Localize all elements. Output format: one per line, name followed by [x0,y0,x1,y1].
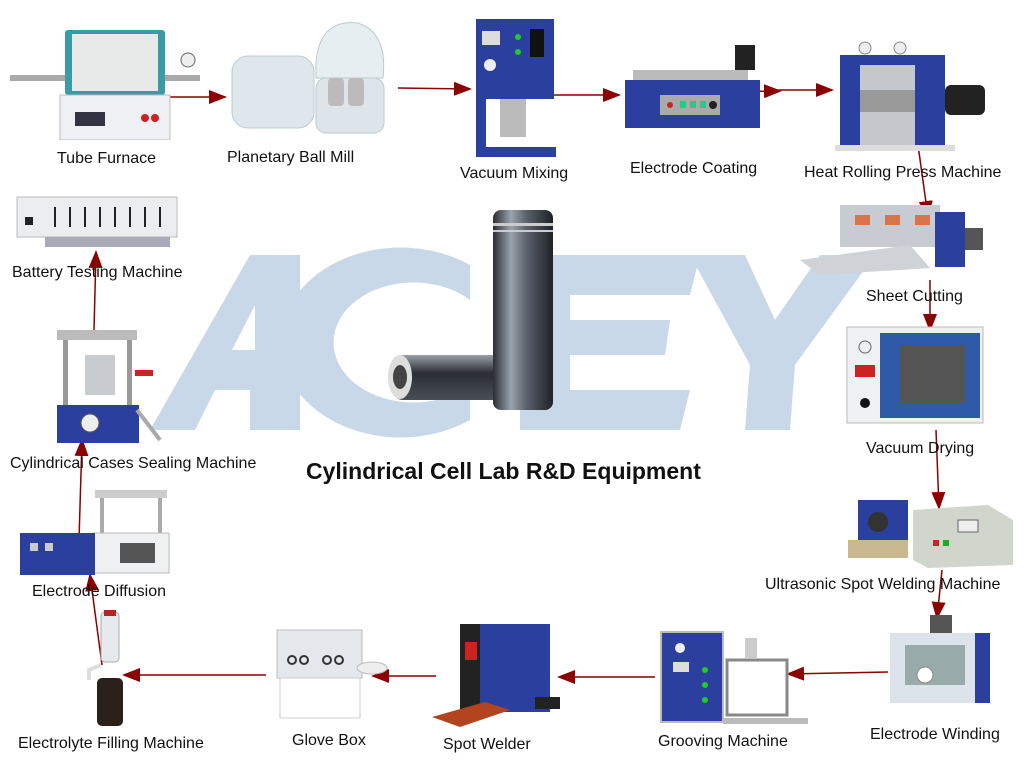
diffusion-press-icon [20,490,170,575]
step-label: Electrolyte Filling Machine [18,735,204,752]
step-ultrasonic-spot-welding [838,480,1018,570]
step-glove-box [272,620,392,725]
step-cylindrical-sealing [55,325,170,445]
coating-machine-icon [625,45,760,128]
step-label: Vacuum Mixing [460,165,569,182]
step-label: Electrode Coating [630,160,758,177]
step-electrode-coating [615,40,760,140]
step-label: Tube Furnace [57,150,157,167]
electrolyte-dispenser-icon [87,610,123,726]
sheet-cutter-icon [800,205,983,275]
step-vacuum-drying [845,325,985,425]
step-tube-furnace [10,20,200,141]
step-label: Heat Rolling Press Machine [804,164,1002,181]
grooving-machine-icon [660,631,808,724]
step-label: Planetary Ball Mill [227,149,355,166]
vacuum-oven-icon [846,326,984,424]
center-battery-image [378,205,568,435]
step-label: Glove Box [292,732,366,749]
step-label: Grooving Machine [658,733,788,750]
vacuum-mixer-icon [476,19,556,157]
step-sheet-cutting [800,200,990,285]
step-planetary-ball-mill [228,18,398,138]
cylindrical-battery-icon [388,210,553,410]
rolling-press-icon [835,41,985,151]
battery-tester-icon [16,196,178,247]
step-grooving-machine [655,630,810,730]
step-label: Battery Testing Machine [12,264,183,281]
step-label: Electrode Diffusion [32,583,166,600]
step-label: Vacuum Drying [866,440,975,457]
ultrasonic-welder-icon [848,500,1013,568]
step-label: Electrode Winding [870,726,1000,743]
step-heat-rolling-press [835,40,985,155]
step-label: Cylindrical Cases Sealing Machine [10,455,257,472]
sealing-press-icon [57,330,162,443]
step-label: Sheet Cutting [866,288,963,305]
step-electrode-diffusion [15,488,175,583]
step-electrode-winding [885,615,995,715]
step-vacuum-mixing [470,17,560,159]
step-label: Spot Welder [443,736,531,753]
planetary-ball-mill-icon [231,22,385,134]
diagram-title: Cylindrical Cell Lab R&D Equipment [306,458,701,484]
step-spot-welder [430,622,570,727]
step-label: Ultrasonic Spot Welding Machine [765,576,1001,593]
step-electrolyte-filling [85,610,135,730]
glove-box-icon [276,629,388,719]
winding-machine-icon [890,615,990,703]
step-battery-testing [15,195,180,250]
spot-welder-icon [432,624,560,727]
tube-furnace-icon [10,30,200,141]
